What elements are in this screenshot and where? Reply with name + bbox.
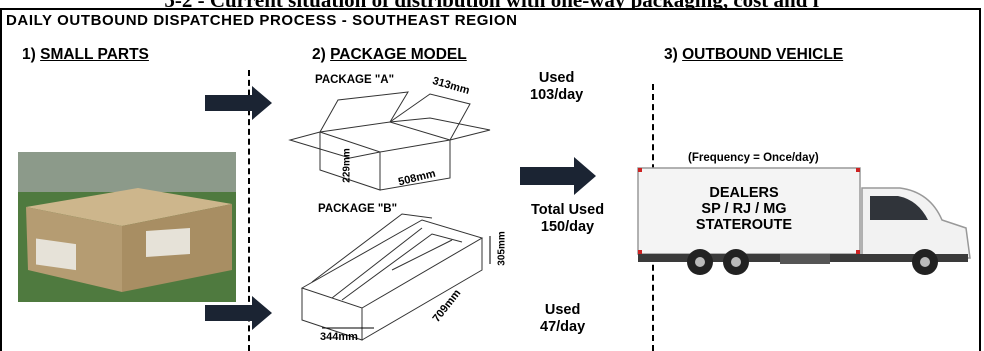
package-a-height-dimension: 229mm [342, 148, 353, 182]
usage-label: Used [530, 70, 583, 87]
usage-label: Used [540, 302, 585, 319]
arrow-to-package-b [205, 296, 272, 330]
package-b-usage: Used 47/day [540, 302, 585, 336]
package-b-drawing [282, 210, 502, 340]
package-b-height-dimension: 305mm [497, 231, 508, 265]
total-label: Total Used [531, 202, 604, 219]
usage-value: 47/day [540, 319, 585, 336]
package-a-drawing [280, 82, 500, 192]
package-b-width-dimension: 344mm [320, 331, 358, 343]
truck-destination-text: DEALERS SP / RJ / MG STATEROUTE [660, 185, 828, 233]
arrow-to-truck [520, 157, 596, 195]
truck-line-route: STATEROUTE [660, 217, 828, 233]
truck-line-dealers: DEALERS [660, 185, 828, 201]
arrow-to-package-a [205, 86, 272, 120]
usage-value: 103/day [530, 87, 583, 104]
total-usage: Total Used 150/day [531, 202, 604, 236]
total-value: 150/day [531, 219, 604, 236]
package-a-usage: Used 103/day [530, 70, 583, 104]
truck-line-states: SP / RJ / MG [660, 201, 828, 217]
